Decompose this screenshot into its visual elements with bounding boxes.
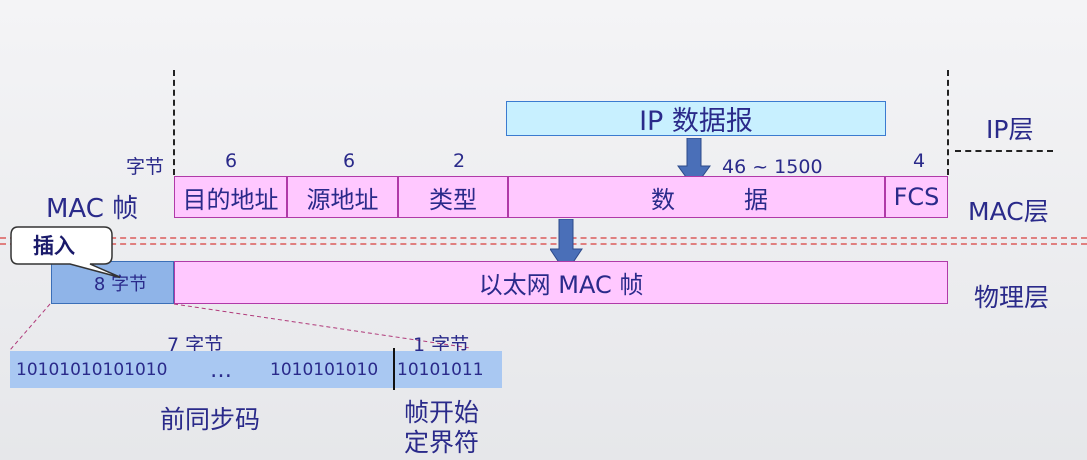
mac-layer-label: MAC层	[968, 197, 1049, 226]
dst-address-field: 目的地址	[174, 176, 287, 218]
separator-dashed-line-top	[0, 237, 1087, 239]
preamble-label: 前同步码	[160, 405, 261, 434]
bits-mid-label: 1010101010	[270, 360, 379, 380]
type-size: 2	[453, 150, 466, 172]
src-address-label: 源地址	[306, 185, 379, 214]
left-boundary-dashed-line	[173, 70, 175, 175]
ip-datagram-label: IP 数据报	[639, 106, 753, 137]
ip-datagram-box: IP 数据报	[506, 101, 886, 137]
sfd-label-line1: 帧开始	[404, 398, 480, 427]
mac-frame-label: MAC 帧	[46, 194, 139, 224]
byte-unit-label: 字节	[126, 156, 165, 178]
preamble-8-bytes-label: 8 字节	[93, 273, 148, 295]
physical-layer-label: 物理层	[974, 283, 1050, 312]
fcs-field: FCS	[885, 176, 948, 218]
bits-sfd-label: 10101011	[397, 360, 484, 380]
sfd-divider-line	[393, 348, 395, 390]
dst-size: 6	[225, 150, 238, 172]
preamble-8-bytes-box: 8 字节	[51, 261, 174, 304]
ethernet-mac-frame-label: 以太网 MAC 帧	[478, 271, 644, 299]
src-size: 6	[343, 150, 356, 172]
fcs-size: 4	[913, 150, 926, 172]
ip-layer-dashed-line	[955, 150, 1053, 152]
seven-bytes-label: 7 字节	[167, 334, 224, 356]
src-address-field: 源地址	[287, 176, 398, 218]
type-field: 类型	[398, 176, 508, 218]
insert-callout-label: 插入	[33, 234, 75, 258]
one-byte-label: 1 字节	[413, 334, 470, 356]
fcs-label: FCS	[893, 183, 940, 211]
preamble-bits-bar	[10, 351, 502, 388]
bits-left-label: 10101010101010	[16, 360, 168, 380]
data-size: 46 ~ 1500	[722, 156, 823, 178]
data-label-left: 数	[651, 185, 675, 214]
dst-address-label: 目的地址	[182, 185, 279, 214]
separator-dashed-line-bottom	[0, 243, 1087, 245]
data-label-right: 据	[744, 185, 768, 214]
data-field: 数 据	[508, 176, 885, 218]
ip-layer-label: IP层	[986, 115, 1034, 144]
preamble-expansion-lines	[9, 303, 471, 351]
bits-ellipsis-label: …	[210, 358, 232, 383]
ethernet-mac-frame-box: 以太网 MAC 帧	[174, 261, 948, 304]
sfd-label-line2: 定界符	[404, 428, 480, 457]
right-boundary-dashed-line	[947, 70, 949, 175]
insert-callout-bubble	[10, 226, 120, 279]
type-label: 类型	[429, 185, 477, 214]
